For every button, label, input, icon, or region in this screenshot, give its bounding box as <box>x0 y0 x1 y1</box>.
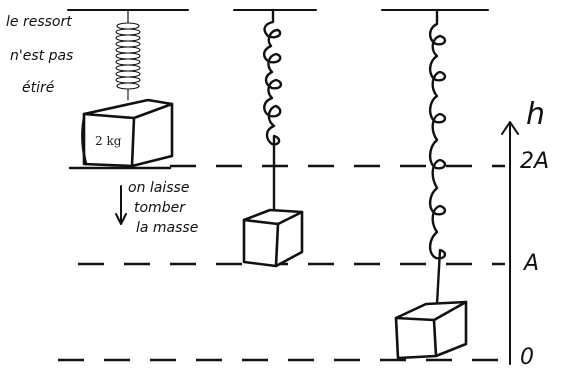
mass-block-1: 2 kg <box>81 98 174 168</box>
mass-block-3 <box>394 300 468 360</box>
spring-2 <box>262 8 283 214</box>
height-axis: h 2A A 0 <box>501 97 549 370</box>
panel-unstretched: 2 kg le ressort n'est pas étiré on laiss… <box>6 9 198 236</box>
axis-label-0: 0 <box>520 345 534 370</box>
note-unstretched-line-1: le ressort <box>6 14 72 30</box>
note-unstretched-line-2: n'est pas <box>10 48 73 64</box>
mass-block-2 <box>242 208 304 268</box>
panel-max-extension <box>394 8 468 360</box>
panel-equilibrium <box>242 8 304 268</box>
note-release: on laisse tomber la masse <box>128 180 198 236</box>
note-release-line-2: tomber <box>134 200 186 216</box>
note-unstretched-line-3: étiré <box>22 80 55 96</box>
axis-label-2A: 2A <box>520 149 549 174</box>
spring-1-coils <box>115 22 141 101</box>
spring-3 <box>428 8 447 306</box>
note-release-line-1: on laisse <box>128 180 189 196</box>
height-axis-symbol: h <box>526 97 545 132</box>
mass-label: 2 kg <box>95 134 122 148</box>
reference-lines <box>58 164 505 362</box>
height-axis-arrowhead <box>501 121 519 135</box>
note-release-line-3: la masse <box>136 220 198 236</box>
note-unstretched: le ressort n'est pas étiré <box>6 14 78 96</box>
axis-label-A: A <box>522 251 539 276</box>
release-arrow <box>115 185 127 225</box>
